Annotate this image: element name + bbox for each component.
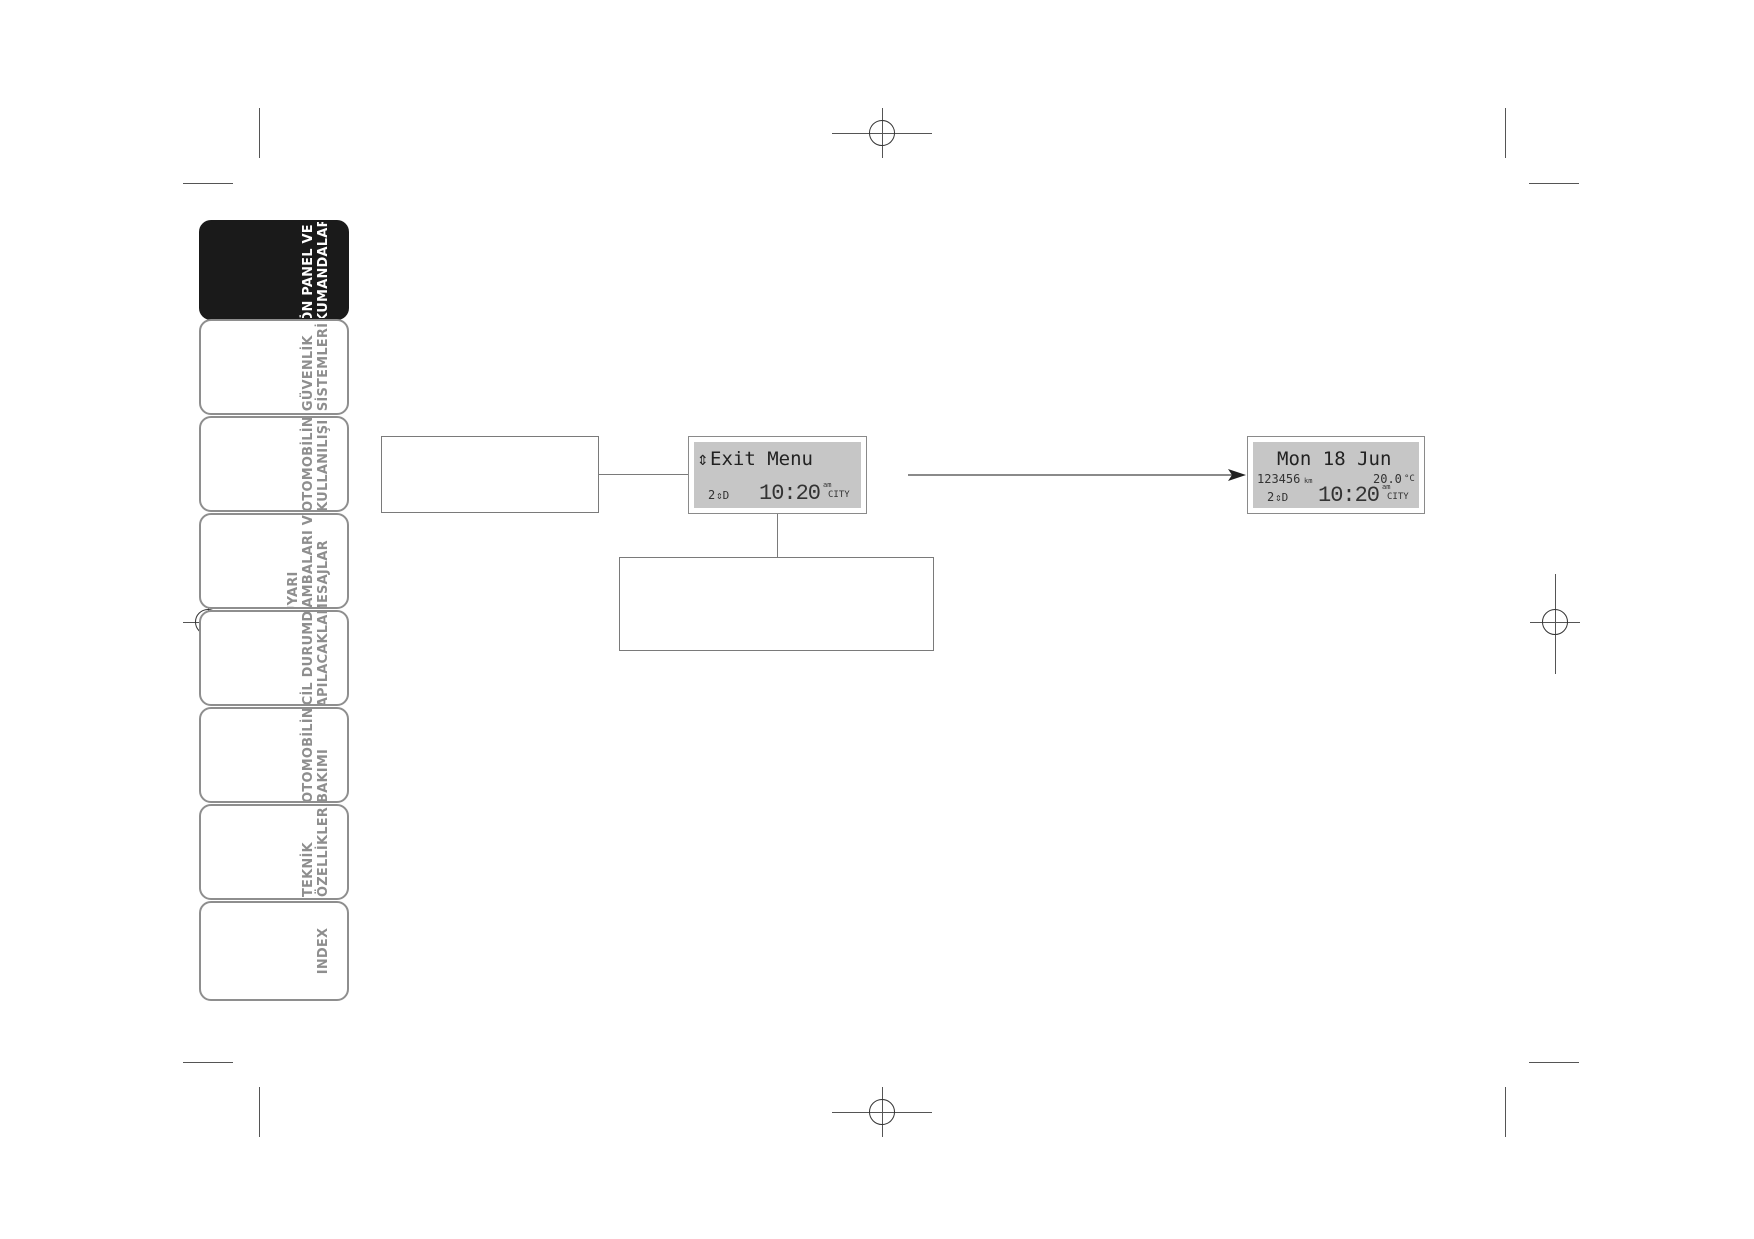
lcd-temperature: 20.0 (1373, 472, 1402, 486)
registration-circle (869, 120, 895, 146)
lcd-date: Mon 18 Jun (1277, 448, 1392, 470)
lcd-menu-title: Exit Menu (710, 448, 813, 470)
updown-arrow-icon: ⇕ (697, 448, 709, 470)
crop-mark (1505, 1087, 1506, 1137)
crop-mark (1529, 1062, 1579, 1063)
lcd-display-menu: ⇕ Exit Menu 2 ⇕D 10:20 am CITY (688, 436, 867, 514)
lcd-time: 10:20 (1318, 483, 1380, 508)
lcd-time: 10:20 (759, 481, 821, 506)
tab-index[interactable]: INDEX (199, 901, 349, 1001)
lcd-odometer: 123456 (1257, 472, 1301, 486)
lcd-mode: CITY (828, 490, 850, 500)
callout-box-bottom (619, 557, 934, 651)
lcd-gear-icon: ⇕D (1275, 491, 1289, 504)
registration-circle (1542, 609, 1568, 635)
registration-circle (869, 1099, 895, 1125)
callout-box-left (381, 436, 599, 513)
crop-mark (259, 108, 260, 158)
lcd-gear: 2 (708, 488, 716, 502)
crop-mark (183, 183, 233, 184)
arrow-connector (908, 469, 1246, 481)
tab-label: INDEX (316, 927, 331, 975)
lcd-temperature-unit: °C (1404, 474, 1415, 484)
lcd-screen: Mon 18 Jun 123456 km 20.0 °C 2 ⇕D 10:20 … (1253, 442, 1419, 508)
crop-mark (1529, 183, 1579, 184)
crop-mark (183, 1062, 233, 1063)
lcd-mode: CITY (1387, 492, 1409, 502)
lcd-odometer-unit: km (1304, 477, 1313, 485)
lcd-ampm: am (1382, 483, 1391, 491)
lcd-ampm: am (823, 481, 832, 489)
lcd-gear: 2 (1267, 490, 1275, 504)
crop-mark (259, 1087, 260, 1137)
lcd-display-main: Mon 18 Jun 123456 km 20.0 °C 2 ⇕D 10:20 … (1247, 436, 1425, 514)
connector-line (777, 514, 778, 557)
crop-mark (1505, 108, 1506, 158)
lcd-gear-icon: ⇕D (716, 489, 730, 502)
connector-line (599, 474, 689, 475)
lcd-screen: ⇕ Exit Menu 2 ⇕D 10:20 am CITY (694, 442, 861, 508)
